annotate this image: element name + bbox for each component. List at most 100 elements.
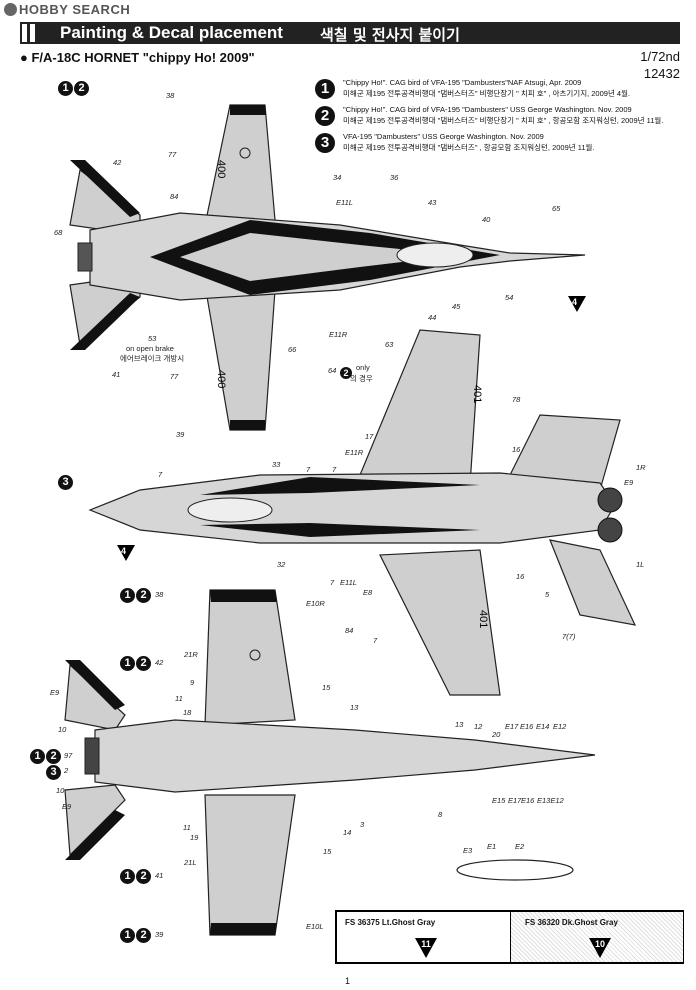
callout-side-7b: 7 <box>306 465 311 474</box>
bottom-right-wing <box>204 589 296 726</box>
callout-bottom-e15: E15 <box>492 796 506 805</box>
callout-top-77a: 77 <box>168 150 177 159</box>
aircraft-top-view: 400 400 <box>69 104 586 431</box>
callout-side-7a: 7 <box>158 470 163 479</box>
callout-bottom-e1: E1 <box>487 842 497 851</box>
callout-bottom-11a: 11 <box>175 694 183 703</box>
callout-bottom-3: 3 <box>360 820 365 829</box>
callout-side-84: 84 <box>345 626 354 635</box>
paint-dark-label: FS 36320 Dk.Ghost Gray <box>525 918 618 927</box>
version-1-en: "Chippy Ho!". CAG bird of VFA-195 "Dambu… <box>343 78 582 87</box>
callout-bottom-e16a: E16 <box>520 722 534 731</box>
oblique-tail-number-bottom: 401 <box>477 610 489 628</box>
callout-bottom-e17a: E17 <box>505 722 519 731</box>
version-1-ko: 미해군 제195 전투공격비행대 "댐버스터즈" 비행단장기 " 치피 호" ,… <box>343 89 631 98</box>
callout-bottom-11b: 11 <box>183 823 191 832</box>
callout-bottom-e16b: E16 <box>521 796 535 805</box>
subtitle: ● F/A-18C HORNET "chippy Ho! 2009" <box>20 50 255 65</box>
callout-side-16b: 16 <box>516 572 525 581</box>
callout-bottom-38: 38 <box>155 590 164 599</box>
drop-tank-shape <box>456 859 574 881</box>
callout-bottom-e13e12: E13E12 <box>537 796 564 805</box>
bottom-marker-3: 3 <box>46 762 62 780</box>
side-view-marker: 3 <box>58 472 74 490</box>
subtitle-text: F/A-18C HORNET "chippy Ho! 2009" <box>31 50 255 65</box>
oblique-black-top <box>200 477 480 495</box>
callout-bottom-21r: 21R <box>184 650 198 659</box>
callout-side-32: 32 <box>277 560 286 569</box>
callout-top-68: 68 <box>54 228 63 237</box>
bottom-stab-stripe-r <box>65 660 125 710</box>
paint-light-num: 11 <box>421 939 431 949</box>
callout-top-open-brake-en: on open brake <box>126 344 174 353</box>
callout-bottom-97: 97 <box>64 751 73 760</box>
paint-dark-ghost-gray: FS 36320 Dk.Ghost Gray 10 <box>510 912 683 962</box>
callout-top-open-brake-ko: 에어브레이크 개방시 <box>120 354 185 363</box>
version-3-ko: 미해군 제195 전투공격비행대 "댐버스터즈" , 항공모함 조지워싱턴, 2… <box>343 143 595 152</box>
callout-bottom-e10r: E10R <box>306 599 325 608</box>
callout-bottom-e3: E3 <box>463 846 473 855</box>
callout-bottom-e10l: E10L <box>306 922 324 931</box>
bm-42-1: 1 <box>120 656 135 671</box>
callout-bottom-20: 20 <box>492 730 501 739</box>
kit-number: 12432 <box>643 66 680 81</box>
callout-bottom-12: 12 <box>474 722 483 731</box>
callout-top-45: 45 <box>452 302 461 311</box>
wing-tail-number-top: 400 <box>215 160 227 178</box>
bm-3: 3 <box>46 765 61 780</box>
paint-dark-marker-icon <box>589 938 611 958</box>
bottom-left-stab <box>64 784 126 857</box>
view-arrow-4-top: 4 <box>568 296 586 312</box>
paint-light-label: FS 36375 Lt.Ghost Gray <box>345 918 436 927</box>
scale-text: 1/72nd <box>640 49 680 64</box>
bm-42-2: 2 <box>136 656 151 671</box>
callout-top-40: 40 <box>482 215 491 224</box>
oblique-stabilizer <box>549 539 637 626</box>
callout-side-7e: 7 <box>373 636 378 645</box>
callout-bottom-15a: 15 <box>322 683 331 692</box>
callout-top-42: 42 <box>113 158 122 167</box>
aircraft-bottom-view <box>64 589 596 936</box>
callout-top-64: 64 <box>328 366 337 375</box>
bm-97-2: 2 <box>46 749 61 764</box>
callout-side-33: 33 <box>272 460 281 469</box>
view-arrow-4-side-num: 4 <box>121 546 127 556</box>
wing-tip-stripe-l <box>230 420 265 430</box>
exhaust-nozzles <box>77 242 93 272</box>
section-header: Painting & Decal placement 색칠 및 전사지 붙이기 <box>20 22 680 44</box>
callout-bottom-13b: 13 <box>455 720 464 729</box>
version-2-marker: 2 <box>315 106 335 126</box>
callout-bottom-e9a: E9 <box>50 688 60 697</box>
hobby-search-logo-icon <box>4 3 17 16</box>
callout-top-34: 34 <box>333 173 342 182</box>
paint-dark-num: 10 <box>594 939 605 949</box>
bm-39-2: 2 <box>136 928 151 943</box>
version-3-en: VFA-195 "Dambusters" USS George Washingt… <box>343 132 544 141</box>
callout-side-e9: E9 <box>624 478 634 487</box>
bottom-wing-stripe-r <box>210 590 277 602</box>
view-arrow-4-side: 4 <box>117 545 135 561</box>
oblique-canopy <box>187 497 273 523</box>
callout-bottom-2: 2 <box>64 766 69 775</box>
bottom-exhaust <box>84 737 100 775</box>
callout-bottom-14: 14 <box>343 828 352 837</box>
watermark: HOBBY SEARCH <box>4 2 130 17</box>
callout-top-only-ko: 의 경우 <box>350 374 373 383</box>
callout-top-e11r: E11R <box>329 330 348 339</box>
bottom-fuselage <box>94 719 596 793</box>
callout-top-77b: 77 <box>170 372 179 381</box>
aircraft-oblique-view: 401 401 <box>88 329 637 696</box>
watermark-text: HOBBY SEARCH <box>19 2 131 17</box>
callout-bottom-13a: 13 <box>350 703 359 712</box>
callout-top-63: 63 <box>385 340 394 349</box>
callout-bottom-10a: 10 <box>58 725 67 734</box>
bm-38-1: 1 <box>120 588 135 603</box>
callout-top-53: 53 <box>148 334 157 343</box>
side-view-marker-3: 3 <box>58 475 73 490</box>
callout-bottom-41: 41 <box>155 871 164 880</box>
version-1-marker: 1 <box>315 79 335 99</box>
